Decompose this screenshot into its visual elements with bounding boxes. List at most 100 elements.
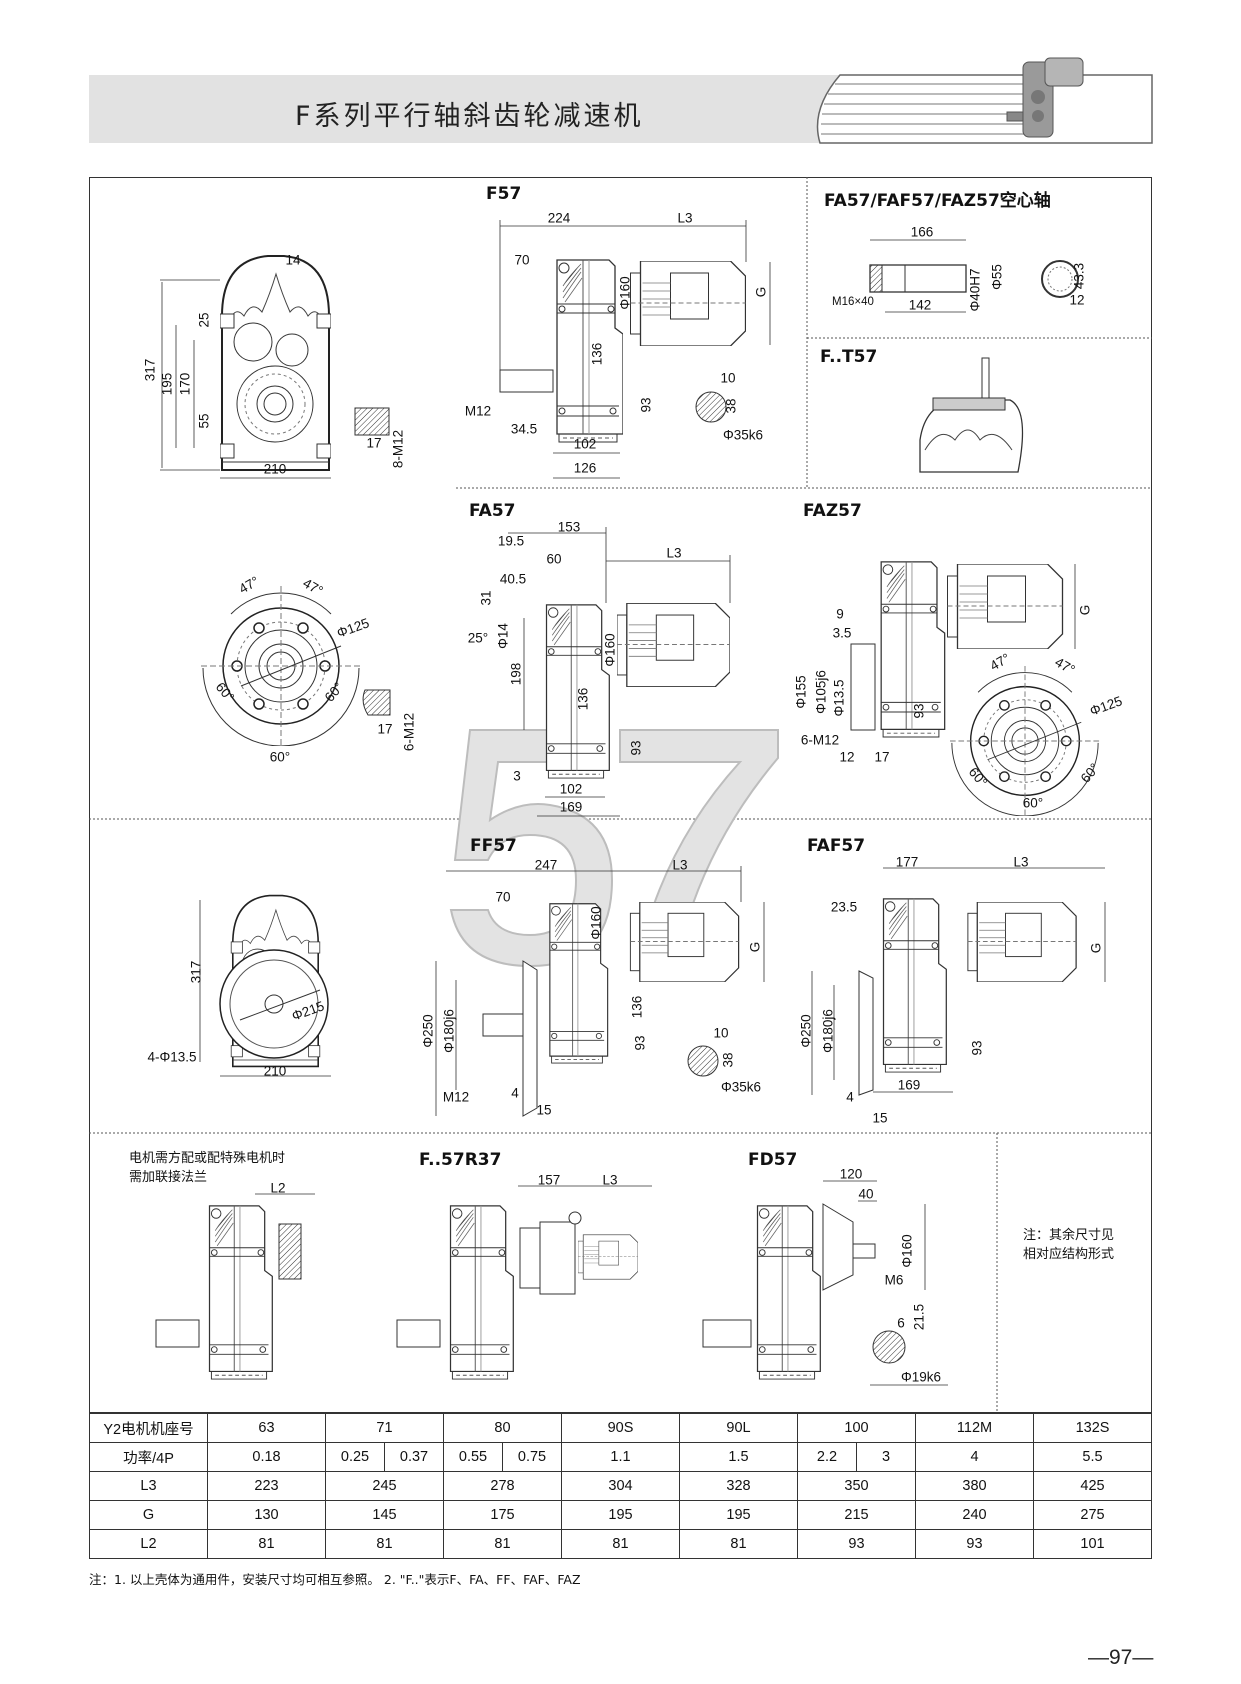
dimension-label: G [1077,604,1093,616]
table-cell: 5.5 [1033,1442,1152,1472]
dimension-label: 55 [196,413,212,429]
dimension-label: Φ14 [495,623,511,649]
dimension-label: 9 [836,606,844,622]
dimension-label: 6-M12 [401,712,417,752]
dimension-label: 17 [377,721,393,737]
dimension-label: Φ180j6 [441,1009,457,1053]
table-cell: 240 [915,1500,1034,1530]
dimension-label: 93 [911,703,927,719]
dimension-label: 40.5 [499,571,527,587]
dimension-label: 247 [534,857,558,873]
table-cell: 81 [325,1529,444,1559]
dimension-label: Φ180j6 [820,1009,836,1053]
dimension-label: 177 [895,854,919,870]
motor-flange-note-line2: 需加联接法兰 [129,1170,208,1185]
table-cell: 380 [915,1471,1034,1501]
dimension-label: Φ40H7 [967,268,983,312]
row-header: L2 [89,1529,208,1559]
table-cell: 2.2 [797,1442,857,1472]
dimension-label: 4 [846,1089,854,1105]
row-header: G [89,1500,208,1530]
section-title-f57: F57 [486,184,522,204]
dimension-label: 40 [858,1186,874,1202]
section-title-ff57: FF57 [470,836,517,856]
dimension-label: 10 [713,1025,729,1041]
dimension-label: 224 [547,210,571,226]
motor-spec-table: Y2电机机座号 63 71 80 90S 90L 100 112M 132S 功… [89,1412,1152,1559]
dimension-label: 23.5 [830,899,858,915]
dimension-label: G [1088,942,1104,954]
dimension-label: 43.3 [1071,262,1087,290]
table-cell: 80 [443,1412,562,1443]
dimension-label: 153 [557,519,581,535]
dimension-label: 93 [632,1035,648,1051]
table-cell: 145 [325,1500,444,1530]
table-cell: 1.1 [561,1442,680,1472]
table-cell: 0.25 [325,1442,385,1472]
dimension-label: 3.5 [832,625,852,641]
table-cell: 90L [679,1412,798,1443]
table-row: L3 223 245 278 304 328 350 380 425 [89,1471,1152,1501]
dimension-label: 38 [720,1052,736,1068]
dimension-label: Φ160 [602,633,618,667]
dimension-label: 25° [467,630,489,646]
dimension-label: 10 [720,370,736,386]
dimension-label: 60° [1022,795,1044,811]
dimension-label: 17 [874,749,890,765]
dimension-label: 166 [910,224,934,240]
dimension-label: 136 [629,995,645,1019]
remaining-dimensions-note: 注：其余尺寸见 相对应结构形式 [1023,1226,1114,1264]
table-cell: 81 [679,1529,798,1559]
dimension-label: 136 [575,687,591,711]
table-cell: 304 [561,1471,680,1501]
dimension-label: 157 [537,1172,561,1188]
table-cell: 0.18 [207,1442,326,1472]
row-header: L3 [89,1471,208,1501]
table-cell: 101 [1033,1529,1152,1559]
dimension-label: 142 [908,297,932,313]
dimension-label: M12 [442,1089,470,1105]
dimension-label: 93 [969,1040,985,1056]
table-cell: 93 [915,1529,1034,1559]
table-cell: 130 [207,1500,326,1530]
dimension-label: 8-M12 [390,429,406,469]
dimension-label: 6 [897,1315,905,1331]
dimension-label: 31 [478,590,494,606]
dimension-label: 4 [511,1085,519,1101]
table-cell: 93 [797,1529,916,1559]
dimension-label: 60° [269,749,291,765]
dimension-label: 17 [366,435,382,451]
dimension-label: Φ19k6 [900,1369,942,1385]
dimension-label: 317 [188,960,204,984]
dimension-label: L3 [1013,854,1029,870]
dimension-label: 3 [513,768,521,784]
dimension-label: 12 [839,749,855,765]
table-cell: 90S [561,1412,680,1443]
dimension-label: Φ105j6 [813,670,829,714]
dimension-label: G [747,941,763,953]
motor-flange-note-line1: 电机需方配或配特殊电机时 [129,1151,286,1166]
dimension-label: 198 [508,662,524,686]
dimension-label: 195 [159,372,175,396]
header-band [89,75,849,143]
table-cell: 4 [915,1442,1034,1472]
dimension-label: M16×40 [832,296,874,308]
dimension-label: 210 [263,461,287,477]
dimension-label: Φ250 [798,1014,814,1048]
row-header: 功率/4P [89,1442,208,1472]
section-title-fa57: FA57 [469,501,516,521]
dimension-label: L3 [602,1172,618,1188]
dimension-label: L3 [672,857,688,873]
page-number: —97— [1088,1646,1154,1669]
dimension-label: 102 [573,436,597,452]
remaining-note-line1: 注：其余尺寸见 [1023,1228,1115,1243]
dimension-label: Φ250 [420,1014,436,1048]
table-cell: 0.37 [384,1442,444,1472]
section-title-faz57: FAZ57 [803,501,862,521]
table-row: L2 81 81 81 81 81 93 93 101 [89,1529,1152,1559]
dimension-label: 15 [872,1110,888,1126]
dimension-label: 317 [142,358,158,382]
table-cell: 0.75 [502,1442,562,1472]
dimension-label: 210 [263,1063,287,1079]
dimension-label: L2 [270,1180,286,1196]
